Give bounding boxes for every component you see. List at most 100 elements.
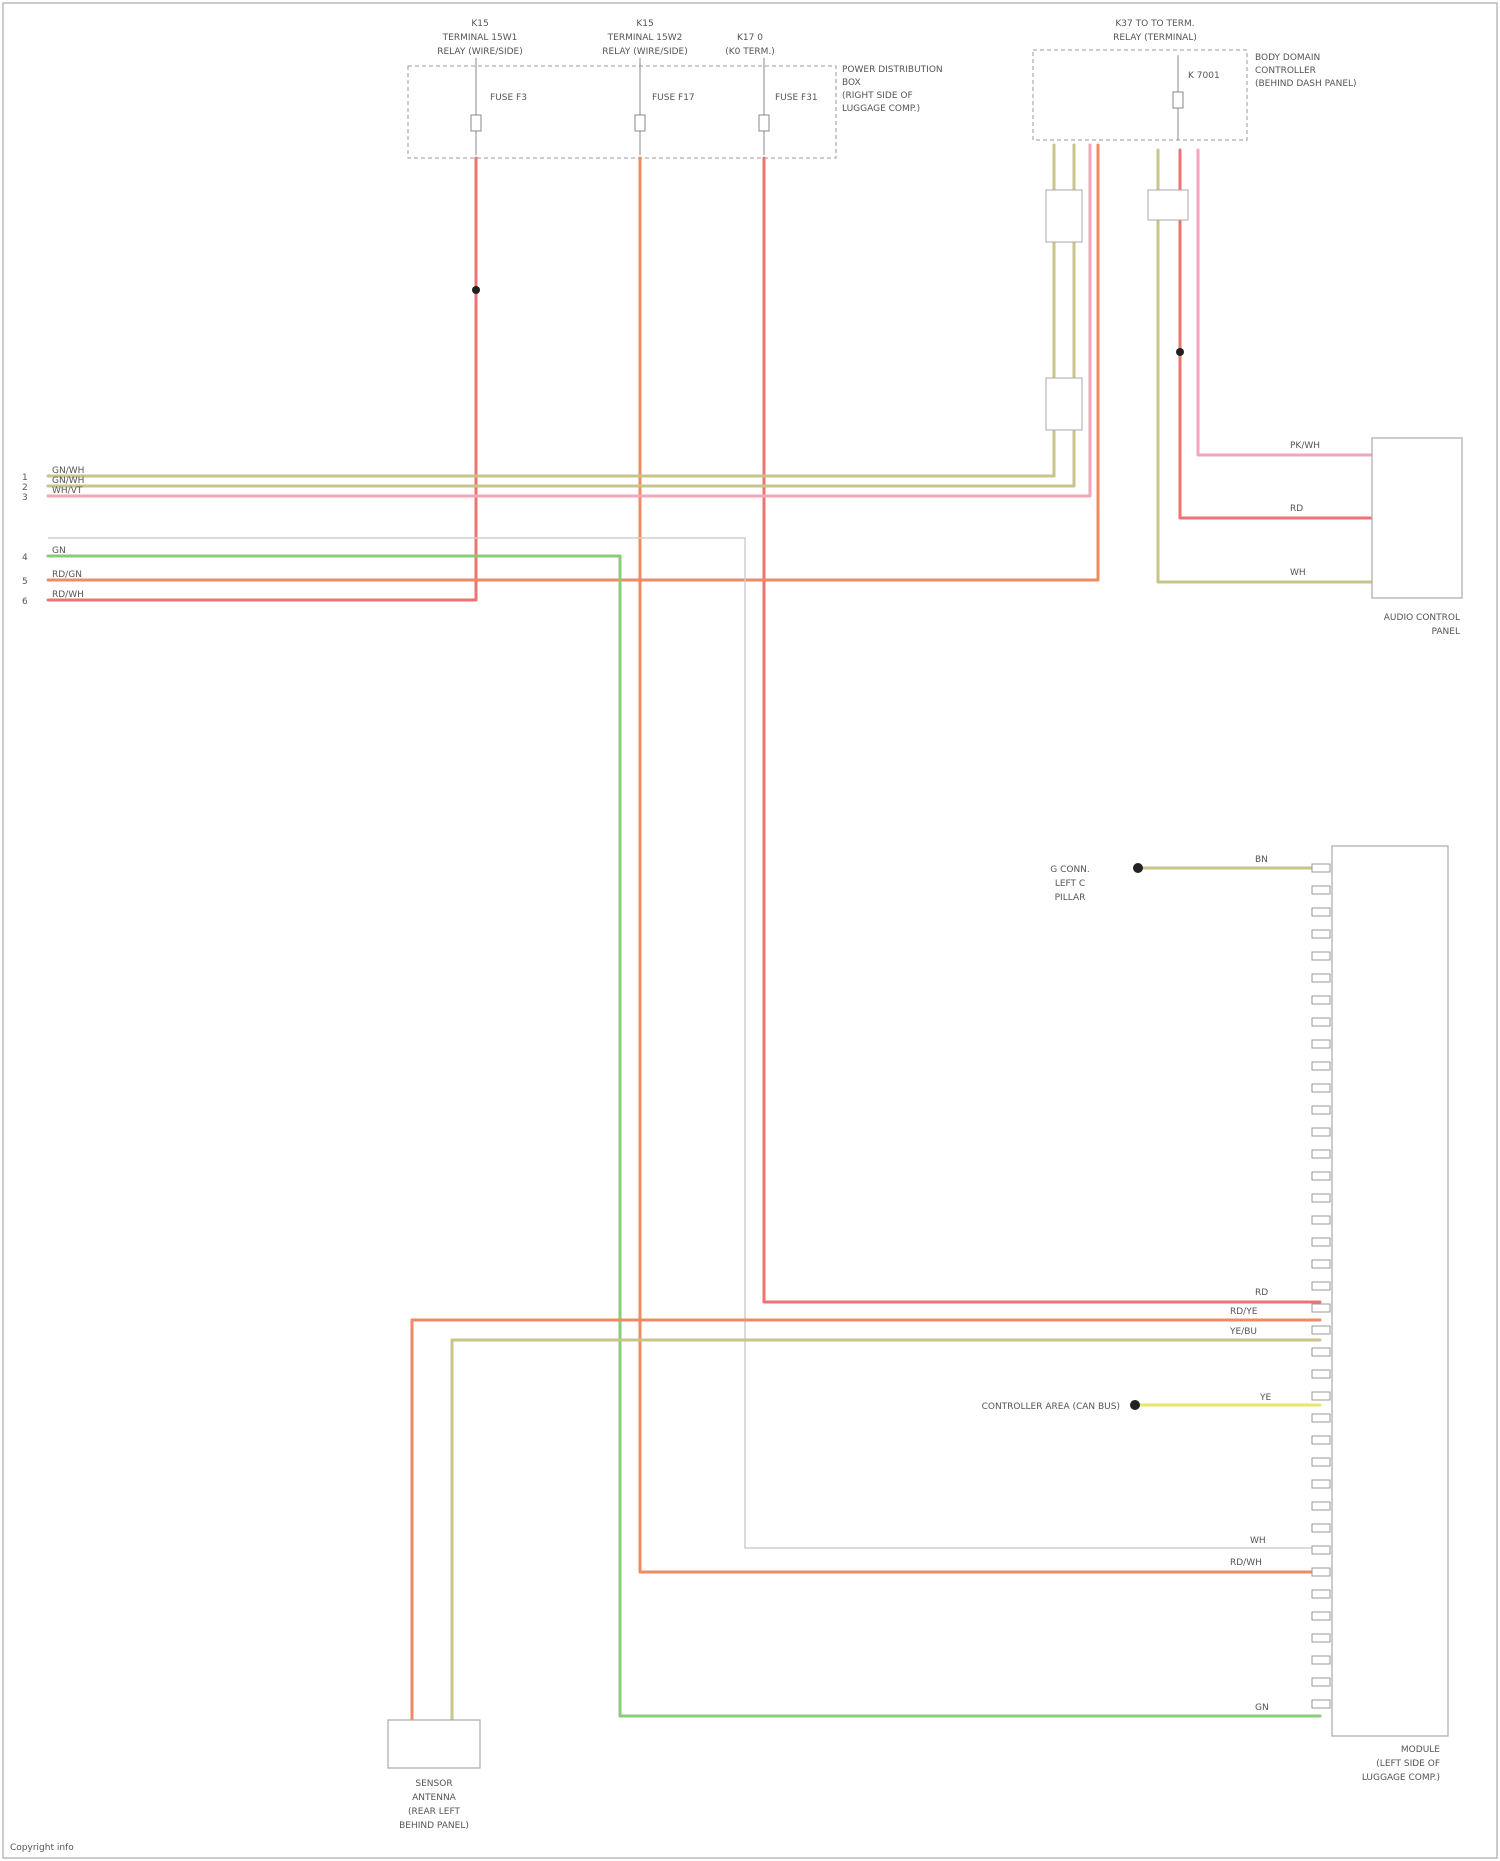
can-bus-point	[1130, 1400, 1140, 1410]
audio-wire-label-3: WH	[1290, 568, 1306, 578]
audio-panel-label-1: AUDIO CONTROL	[1384, 613, 1460, 623]
module-pin	[1312, 1238, 1330, 1246]
wire-controller-orange	[48, 145, 1098, 580]
module-pin	[1312, 1128, 1330, 1136]
wire-green	[48, 556, 1320, 1716]
wire-fuse1-red	[48, 158, 476, 600]
relay-coil	[1173, 92, 1183, 108]
fuse1-title-2: TERMINAL 15W1	[442, 33, 518, 43]
ground-label-1: G CONN.	[1050, 865, 1090, 875]
module-pin	[1312, 1568, 1330, 1576]
module-pin	[1312, 1458, 1330, 1466]
audio-control-panel	[1372, 438, 1462, 598]
module-pin	[1312, 864, 1330, 872]
module-wire-label-3: YE/BU	[1229, 1327, 1257, 1337]
power-distribution-box	[408, 66, 836, 158]
fuse3-title-2: (K0 TERM.)	[725, 47, 775, 57]
connector-lower	[1046, 378, 1082, 430]
module-pin	[1312, 1260, 1330, 1268]
module-pin	[1312, 1040, 1330, 1048]
ground-point	[1133, 863, 1143, 873]
ground-wire-label: BN	[1255, 855, 1268, 865]
fuse3-element	[759, 115, 769, 131]
module-pin	[1312, 1304, 1330, 1312]
wire-controller-olive-1	[48, 145, 1054, 476]
wire-audio-pink	[1198, 150, 1372, 455]
box-note-line-3: (RIGHT SIDE OF	[842, 91, 913, 101]
left-pin-number: 5	[22, 577, 28, 587]
module-pin	[1312, 886, 1330, 894]
relay-label: K 7001	[1188, 71, 1220, 81]
left-pin-number: 3	[22, 493, 28, 503]
left-wire-label: GN/WH	[52, 466, 84, 476]
fuse1-element	[471, 115, 481, 131]
wire-sensor-orange	[412, 1320, 1320, 1720]
left-pin-number: 6	[22, 597, 28, 607]
module-label-3: LUGGAGE COMP.)	[1362, 1773, 1440, 1783]
left-pin-number: 4	[22, 553, 28, 563]
fuse2-title-3: RELAY (WIRE/SIDE)	[602, 47, 688, 57]
box-note-line-2: BOX	[842, 78, 861, 88]
can-bus-label: CONTROLLER AREA (CAN BUS)	[982, 1402, 1120, 1412]
module-pin	[1312, 1194, 1330, 1202]
module-label-2: (LEFT SIDE OF	[1376, 1759, 1440, 1769]
audio-panel-label-2: PANEL	[1432, 627, 1460, 637]
module	[1332, 846, 1448, 1736]
audio-wire-label-2: RD	[1290, 504, 1303, 514]
module-wire-label-2: RD/YE	[1230, 1307, 1258, 1317]
module-pin	[1312, 1656, 1330, 1664]
sensor-label-1: SENSOR	[415, 1779, 452, 1789]
fuse1-title-1: K15	[471, 19, 488, 29]
module-pin	[1312, 996, 1330, 1004]
ground-label-3: PILLAR	[1055, 893, 1086, 903]
module-pin	[1312, 1546, 1330, 1554]
relay-title-1: K37 TO TO TERM.	[1115, 19, 1194, 29]
sensor-label-3: (REAR LEFT	[408, 1807, 460, 1817]
module-pin	[1312, 1282, 1330, 1290]
left-wire-label: WH/VT	[52, 486, 83, 496]
left-wire-label: GN/WH	[52, 476, 84, 486]
splice-dot-2	[1176, 348, 1184, 356]
module-pin	[1312, 1612, 1330, 1620]
module-pin	[1312, 1480, 1330, 1488]
module-pin-column	[1312, 864, 1330, 1708]
fuse2-element	[635, 115, 645, 131]
module-pin	[1312, 1018, 1330, 1026]
box-note-line-4: LUGGAGE COMP.)	[842, 104, 920, 114]
fuse2-label: FUSE F17	[652, 93, 695, 103]
relay-note-2: CONTROLLER	[1255, 66, 1316, 76]
relay-note-1: BODY DOMAIN	[1255, 53, 1320, 63]
body-domain-controller	[1033, 50, 1247, 140]
module-wire-label-1: RD	[1255, 1288, 1268, 1298]
left-wire-label: RD/GN	[52, 570, 82, 580]
wire-audio-red	[1180, 150, 1372, 518]
module-pin	[1312, 908, 1330, 916]
module-pin	[1312, 974, 1330, 982]
ground-label-2: LEFT C	[1055, 879, 1085, 889]
sensor-label-2: ANTENNA	[412, 1793, 457, 1803]
fuse1-title-3: RELAY (WIRE/SIDE)	[437, 47, 523, 57]
left-wire-label: RD/WH	[52, 590, 84, 600]
module-pin	[1312, 1106, 1330, 1114]
fuse3-title-1: K17 0	[737, 33, 763, 43]
audio-wire-label-1: PK/WH	[1290, 441, 1320, 451]
can-bus-wire-label: YE	[1259, 1393, 1271, 1403]
module-wire-label-5: RD/WH	[1230, 1558, 1262, 1568]
module-label-1: MODULE	[1401, 1745, 1440, 1755]
fuse3-label: FUSE F31	[775, 93, 818, 103]
module-pin	[1312, 1414, 1330, 1422]
module-pin	[1312, 1150, 1330, 1158]
relay-title-2: RELAY (TERMINAL)	[1113, 33, 1197, 43]
module-pin	[1312, 1084, 1330, 1092]
module-pin	[1312, 1634, 1330, 1642]
module-pin	[1312, 1348, 1330, 1356]
fuse2-title-2: TERMINAL 15W2	[607, 33, 683, 43]
box-note-line-1: POWER DISTRIBUTION	[842, 65, 943, 75]
connector-relay	[1148, 190, 1188, 220]
sensor-antenna	[388, 1720, 480, 1768]
module-pin	[1312, 1590, 1330, 1598]
left-pin-number: 1	[22, 473, 28, 483]
module-wire-label-6: GN	[1255, 1703, 1269, 1713]
